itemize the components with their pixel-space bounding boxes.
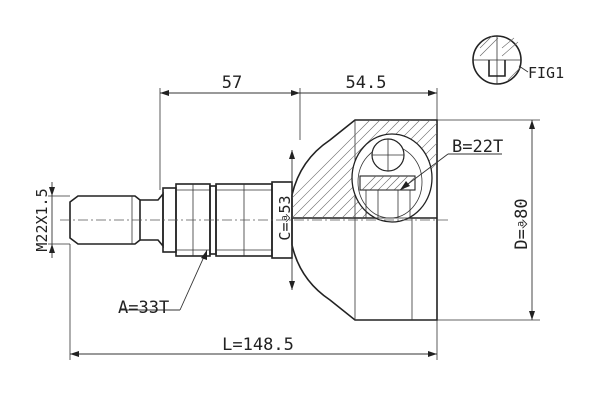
callout-inner-teeth: B=22T	[399, 137, 503, 191]
outer-teeth-label: A=33T	[118, 298, 169, 318]
dimension-outer-diameter: D=⎀80	[512, 120, 535, 320]
bell-housing	[291, 119, 438, 321]
threaded-end	[69, 195, 141, 245]
callout-outer-teeth: A=33T	[118, 249, 208, 318]
thread-label: M22X1.5	[33, 188, 51, 251]
inner-teeth-label: B=22T	[452, 137, 503, 157]
dimension-spline-length: 57	[160, 73, 300, 96]
seal-diameter-label: C=⎀53	[276, 195, 294, 240]
figure-label: FIG1	[528, 64, 564, 82]
dimension-seal-diameter: C=⎀53	[276, 150, 295, 290]
figure-detail: FIG1	[472, 35, 564, 85]
dimension-bell-length: 54.5	[300, 73, 437, 96]
total-length-label: L=148.5	[222, 335, 294, 355]
spline-length-label: 57	[222, 73, 242, 93]
dimension-thread: M22X1.5	[33, 182, 55, 258]
outer-diameter-label: D=⎀80	[512, 198, 532, 249]
bell-length-label: 54.5	[346, 73, 387, 93]
dimension-total-length: L=148.5	[70, 335, 437, 357]
